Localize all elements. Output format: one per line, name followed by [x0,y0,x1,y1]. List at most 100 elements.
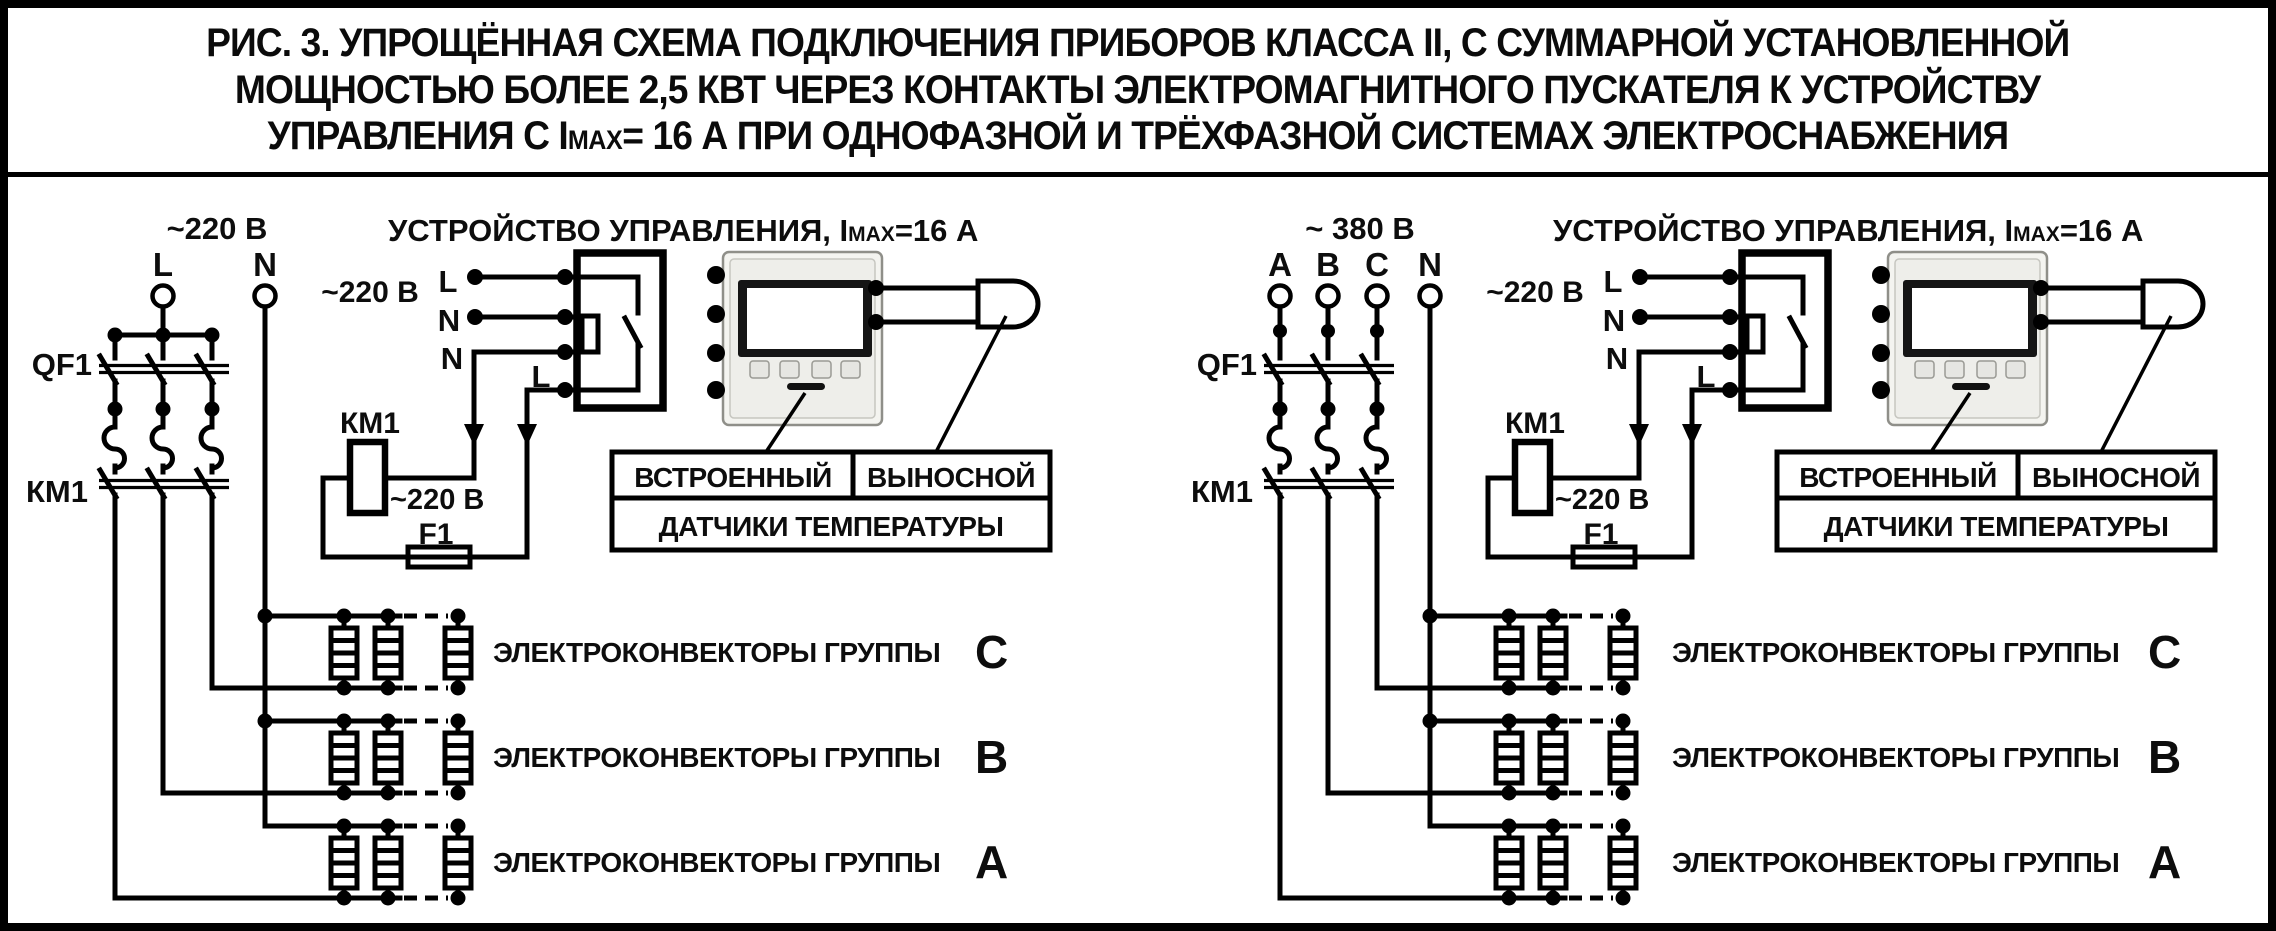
qf1-label: QF1 [1197,347,1257,382]
supply-terminal-C-icon [1364,283,1390,309]
control-device-header: УСТРОЙСТВО УПРАВЛЕНИЯ, IMAX=16 А [1553,212,2143,248]
supply-terminal-L-icon [150,283,176,309]
ctrl-terminal-4-label: L [1697,359,1716,394]
convector-group-c: ЭЛЕКТРОКОНВЕКТОРЫ ГРУППЫ C [1493,608,2181,696]
builtin-leader-line [1929,392,1972,453]
remote-leader-line [2099,315,2173,453]
relay-internal-load-icon [1744,313,1766,355]
supply-terminal-B-label: B [1316,246,1340,283]
probe-wires [2038,285,2146,325]
convector-group-a: ЭЛЕКТРОКОНВЕКТОРЫ ГРУППЫ A [1493,818,2181,906]
three-phase-diagram: ~ 380 В A B C N QF1 [1191,211,2218,906]
km1-contacts-label: КМ1 [26,474,88,509]
group-letter: C [2148,626,2181,678]
thermostat [1872,250,2049,427]
neutral-line [262,304,403,829]
qf1-label: QF1 [32,347,92,382]
convector-group-a: ЭЛЕКТРОКОНВЕКТОРЫ ГРУППЫ A [328,818,1008,906]
supply-terminal-A-icon [1267,283,1293,309]
thermostat-buttons [1914,360,2026,379]
figure-title: РИС. 3. УПРОЩЁННАЯ СХЕМА ПОДКЛЮЧЕНИЯ ПРИ… [8,8,2268,177]
flow-arrow-n-icon [464,424,484,446]
supply-terminal-N-label: N [253,246,277,283]
thermostat-screen [1912,288,2028,349]
sensor-caption: ДАТЧИКИ ТЕМПЕРАТУРЫ [659,511,1004,542]
ctrl-terminal-2-label: N [1603,303,1625,338]
thermostat [707,250,884,427]
km1-contacts: КМ1 [26,466,229,509]
temperature-probe-icon [2140,278,2206,330]
control-relay-box [562,249,667,412]
coil-voltage-label: ~220 В [1555,484,1649,516]
single-phase-diagram: ~220 В L N QF1 КМ1 [26,211,1053,906]
km1-coil [346,438,389,517]
control-voltage-label: ~220 В [321,276,419,309]
probe-wires [873,285,981,325]
km1-coil-label: КМ1 [1505,407,1565,440]
ctrl-terminal-2-label: N [438,303,460,338]
control-circuit: УСТРОЙСТВО УПРАВЛЕНИЯ, IMAX=16 А ~220 В … [1485,212,2218,570]
remote-leader-line [934,315,1008,453]
ctrl-terminal-1-label: L [1604,264,1623,299]
relay-box-outline [1738,249,1832,412]
ctrl-terminal-3-label: N [441,341,463,376]
control-relay-box [1727,249,1832,412]
group-label: ЭЛЕКТРОКОНВЕКТОРЫ ГРУППЫ [1672,742,2119,773]
flow-arrow-l-icon [517,424,537,446]
flow-arrow-n-icon [1629,424,1649,446]
km1-coil [1511,438,1554,517]
ctrl-terminal-4-label: L [532,359,551,394]
group-letter: B [2148,731,2181,783]
sensor-remote-cell: ВЫНОСНОЙ [867,461,1035,493]
builtin-leader-line [764,392,807,453]
coil-voltage-label: ~220 В [390,484,484,516]
group-label: ЭЛЕКТРОКОНВЕКТОРЫ ГРУППЫ [1672,847,2119,878]
group-label: ЭЛЕКТРОКОНВЕКТОРЫ ГРУППЫ [1672,637,2119,668]
sensor-table: ВСТРОЕННЫЙ ВЫНОСНОЙ ДАТЧИКИ ТЕМПЕРАТУРЫ [1774,449,2218,553]
convector-group-b: ЭЛЕКТРОКОНВЕКТОРЫ ГРУППЫ B [328,713,1008,801]
thermal-release-icon [1266,424,1389,471]
group-letter: B [975,731,1008,783]
builtin-sensor-slot [1952,383,1990,390]
qf1-breaker: QF1 [32,347,229,475]
group-label: ЭЛЕКТРОКОНВЕКТОРЫ ГРУППЫ [493,847,940,878]
group-letter: A [2148,836,2181,888]
km1-contacts-label: КМ1 [1191,474,1253,509]
supply-terminal-C-label: C [1365,246,1389,283]
control-circuit: УСТРОЙСТВО УПРАВЛЕНИЯ, IMAX=16 А ~220 В … [320,212,1053,570]
sensor-table: ВСТРОЕННЫЙ ВЫНОСНОЙ ДАТЧИКИ ТЕМПЕРАТУРЫ [609,449,1053,553]
supply-terminal-L-label: L [153,246,173,283]
group-letter: C [975,626,1008,678]
sensor-builtin-cell: ВСТРОЕННЫЙ [634,461,832,493]
imax-subscript: MAX [567,125,623,156]
group-letter: A [975,836,1008,888]
title-line-2: МОЩНОСТЬЮ БОЛЕЕ 2,5 КВТ ЧЕРЕЗ КОНТАКТЫ Э… [235,67,2041,112]
sensor-caption: ДАТЧИКИ ТЕМПЕРАТУРЫ [1824,511,2169,542]
thermal-release-icon [101,424,224,471]
supply-voltage-label: ~ 380 В [1305,211,1414,246]
control-device-header: УСТРОЙСТВО УПРАВЛЕНИЯ, IMAX=16 А [388,212,978,248]
group-label: ЭЛЕКТРОКОНВЕКТОРЫ ГРУППЫ [493,637,940,668]
ctrl-terminal-1-label: L [439,264,458,299]
supply-terminal-N-icon [1417,283,1443,309]
neutral-line [1427,304,1568,829]
control-wires [1485,274,1733,560]
group-label: ЭЛЕКТРОКОНВЕКТОРЫ ГРУППЫ [493,742,940,773]
ctrl-terminal-3-label: N [1606,341,1628,376]
supply-voltage-label: ~220 В [167,211,268,246]
km1-contacts: КМ1 [1191,466,1394,509]
sensor-remote-cell: ВЫНОСНОЙ [2032,461,2200,493]
title-line-3: УПРАВЛЕНИЯ С IMAX= 16 А ПРИ ОДНОФАЗНОЙ И… [267,114,2010,159]
supply-terminal-N-icon [252,283,278,309]
km1-coil-label: КМ1 [340,407,400,440]
control-wires [320,274,568,560]
relay-box-outline [573,249,667,412]
flow-arrow-l-icon [1682,424,1702,446]
convector-group-c: ЭЛЕКТРОКОНВЕКТОРЫ ГРУППЫ C [328,608,1008,696]
sensor-builtin-cell: ВСТРОЕННЫЙ [1799,461,1997,493]
convector-group-b: ЭЛЕКТРОКОНВЕКТОРЫ ГРУППЫ B [1493,713,2181,801]
control-voltage-label: ~220 В [1486,276,1584,309]
builtin-sensor-slot [787,383,825,390]
